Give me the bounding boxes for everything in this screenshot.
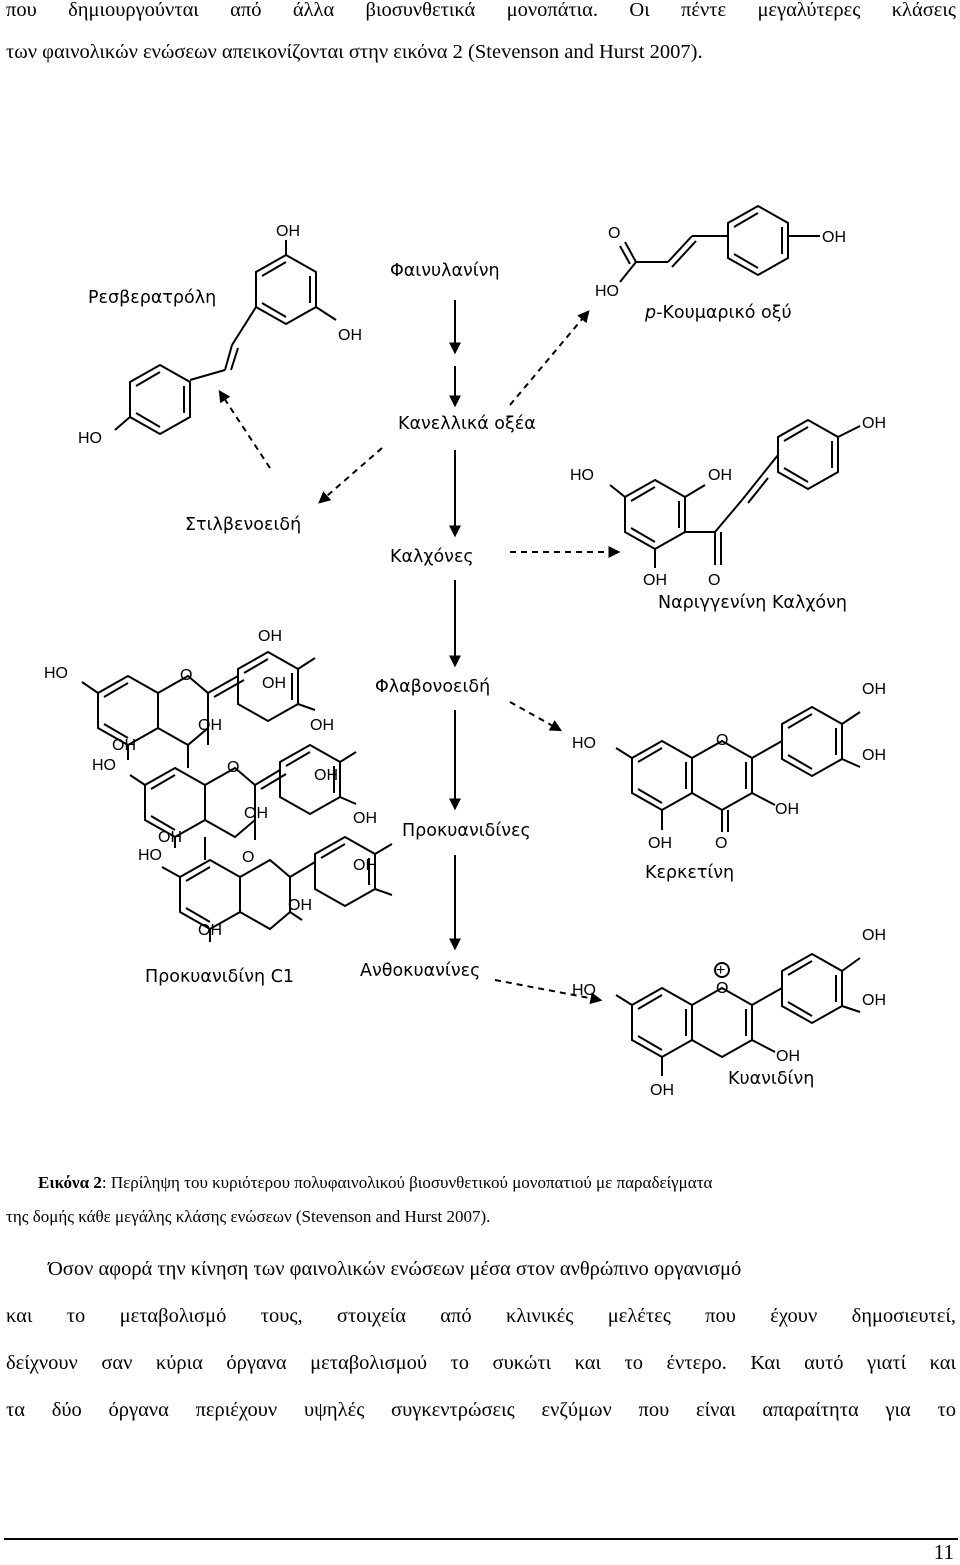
footer-rule (4, 1538, 958, 1540)
arrow-to-cyanidin (494, 979, 603, 1005)
arrow-to-resveratrol (218, 389, 271, 469)
naringenin-o: O (708, 572, 720, 589)
cyanidin-oh-1: OH (862, 927, 886, 944)
quercetin-structure (615, 705, 861, 832)
body-line-3: δείχνουν σαν κύρια όργανα μεταβολισμού τ… (6, 1352, 956, 1374)
procyanidin-oh-7: OH (244, 805, 268, 822)
cyanidin-oh-2: OH (862, 992, 886, 1009)
figure-caption: Εικόνα 2: Περίληψη του κυριότερου πολυφα… (6, 1166, 956, 1234)
caption-line-2: της δομής κάθε μεγάλης κλάσης ενώσεων (S… (6, 1207, 491, 1226)
procyanidin-ho-2: HO (92, 757, 116, 774)
body-line-2: και το μεταβολισμό τους, στοιχεία από κλ… (6, 1305, 956, 1327)
quercetin-o-ring: O (716, 732, 728, 749)
coumaric-label: p-Κουμαρικό οξύ (644, 303, 792, 323)
pathway-label-anthocyanins: Ανθοκυανίνες (360, 961, 480, 981)
coumaric-acid-structure (619, 204, 820, 283)
procyanidin-oh-10: OH (353, 857, 377, 874)
top-line-2: των φαινολικών ενώσεων απεικονίζονται στ… (6, 41, 703, 63)
resveratrol-structure (114, 240, 337, 436)
cyanidin-oh-4: OH (650, 1082, 674, 1099)
coumaric-name: Κουμαρικό οξύ (662, 303, 791, 323)
procyanidin-oh-8: OH (158, 829, 182, 846)
cyanidin-ho: HO (572, 982, 596, 999)
procyanidin-o-1: O (180, 667, 192, 684)
procyanidin-oh-2: OH (262, 675, 286, 692)
procyanidin-o-2: O (227, 759, 239, 776)
quercetin-oh-2: OH (862, 747, 886, 764)
body-line-1: Όσον αφορά την κίνηση των φαινολικών ενώ… (48, 1258, 742, 1280)
quercetin-oh-1: OH (862, 681, 886, 698)
quercetin-oh-4: OH (648, 835, 672, 852)
resveratrol-label: Ρεσβερατρόλη (88, 288, 216, 308)
quercetin-o-keto: O (715, 835, 727, 852)
procyanidin-ho-1: HO (44, 665, 68, 682)
naringenin-oh-top: OH (862, 415, 886, 432)
procyanidin-oh-3: OH (198, 717, 222, 734)
arrow-to-stilbenoids (318, 447, 383, 504)
procyanidin-oh-9: OH (353, 810, 377, 827)
procyanidin-oh-1: OH (258, 628, 282, 645)
cyanidin-label: Κυανιδίνη (728, 1069, 814, 1089)
naringenin-oh-middle: OH (708, 467, 732, 484)
arrow-to-quercetin (509, 701, 563, 732)
quercetin-ho: HO (572, 735, 596, 752)
cyanidin-structure (615, 952, 861, 1076)
naringenin-structure (609, 418, 861, 568)
coumaric-oh: OH (822, 229, 846, 246)
coumaric-prefix: p- (644, 303, 662, 323)
cyanidin-o-ring: O (716, 980, 728, 997)
dashed-arrows (218, 310, 621, 1005)
procyanidin-oh-4: OH (112, 737, 136, 754)
cyanidin-oh-3: OH (776, 1048, 800, 1065)
pathway-label-cinnamic-acids: Κανελλικά οξέα (398, 414, 536, 434)
arrow-to-coumaric (509, 310, 590, 406)
top-line-1: που δημιουργούνται από άλλα βιοσυνθετικά… (6, 0, 956, 21)
procyanidin-oh-11: OH (288, 897, 312, 914)
caption-text-1: : Περίληψη του κυριότερου πολυφαινολικού… (101, 1173, 713, 1192)
procyanidin-label: Προκυανιδίνη C1 (145, 967, 294, 987)
pathway-label-procyanidins: Προκυανιδίνες (402, 821, 531, 841)
page-number: 11 (933, 1540, 954, 1564)
resveratrol-oh-top: OH (276, 223, 300, 240)
procyanidin-ho-3: HO (138, 847, 162, 864)
naringenin-oh-bottom: OH (643, 572, 667, 589)
quercetin-label: Κερκετίνη (645, 863, 734, 883)
naringenin-label: Ναριγγενίνη Καλχόνη (658, 593, 847, 613)
procyanidin-oh-5: OH (310, 717, 334, 734)
pathway-label-stilbenoids: Στιλβενοειδή (185, 515, 301, 535)
procyanidin-o-3: O (242, 849, 254, 866)
caption-line-1: Εικόνα 2: Περίληψη του κυριότερου πολυφα… (38, 1166, 956, 1200)
naringenin-ho: HO (570, 467, 594, 484)
procyanidin-structure (81, 650, 393, 942)
procyanidin-oh-12: OH (198, 922, 222, 939)
pathway-label-flavonoids: Φλαβονοειδή (375, 677, 490, 697)
pathway-label-chalcones: Καλχόνες (390, 547, 474, 567)
caption-label: Εικόνα 2 (38, 1173, 102, 1192)
cyanidin-plus: + (716, 962, 725, 979)
quercetin-oh-3: OH (775, 801, 799, 818)
resveratrol-ho: HO (78, 430, 102, 447)
pathway-label-phenylalanine: Φαινυλανίνη (390, 261, 500, 281)
coumaric-ho: HO (595, 283, 619, 300)
biosynthesis-figure: Φαινυλανίνη Κανελλικά οξέα Καλχόνες Φλαβ… (44, 204, 886, 1099)
resveratrol-oh-right: OH (338, 327, 362, 344)
procyanidin-oh-6: OH (314, 767, 338, 784)
coumaric-o: O (608, 225, 620, 242)
body-line-4: τα δύο όργανα περιέχουν υψηλές συγκεντρώ… (6, 1399, 956, 1421)
